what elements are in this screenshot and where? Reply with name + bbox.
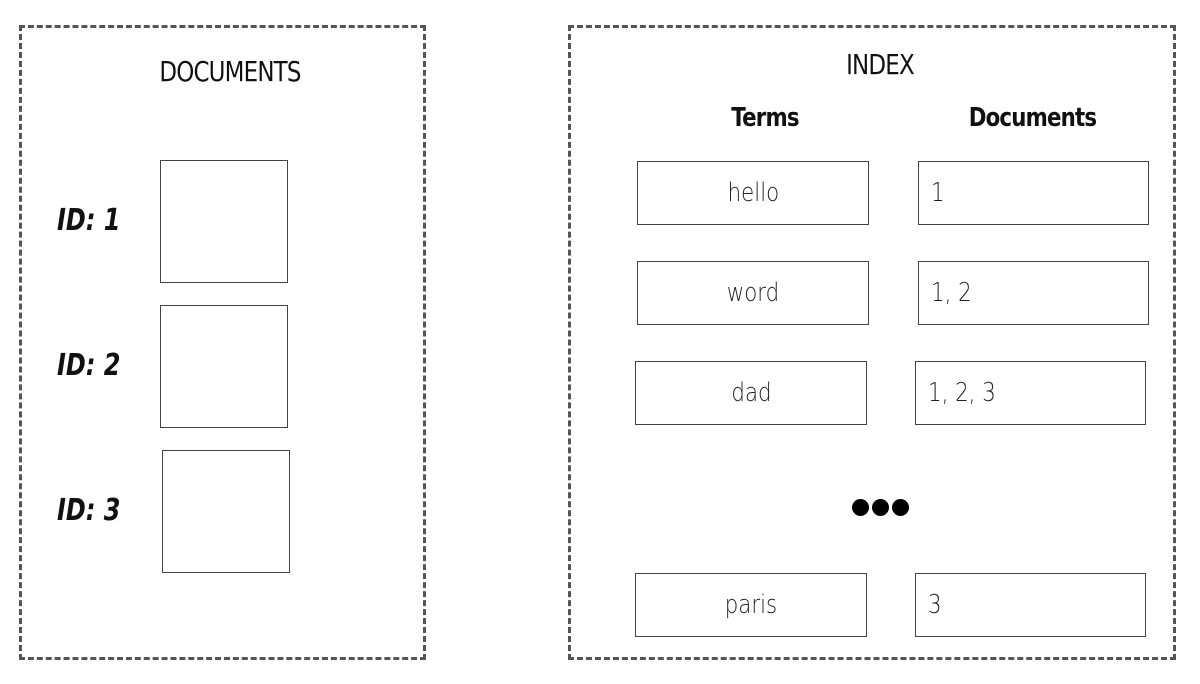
- term-cell: hello: [637, 161, 869, 225]
- dot-icon: [872, 499, 889, 516]
- document-id-label: ID: 1: [57, 203, 121, 238]
- posting-list-text: 3: [928, 590, 942, 620]
- term-text: paris: [724, 590, 778, 620]
- term-text: dad: [730, 378, 772, 408]
- term-cell: word: [637, 261, 869, 325]
- document-box: [160, 305, 288, 428]
- term-text: word: [726, 278, 780, 308]
- posting-list-cell: 1, 2, 3: [915, 361, 1146, 425]
- documents-panel: [19, 25, 426, 660]
- terms-column-header: Terms: [731, 103, 799, 133]
- dot-icon: [892, 499, 909, 516]
- document-id-label: ID: 2: [57, 348, 121, 383]
- index-panel: [568, 25, 1176, 660]
- dot-icon: [852, 499, 869, 516]
- documents-column-header: Documents: [968, 103, 1097, 133]
- term-cell: dad: [635, 361, 867, 425]
- posting-list-text: 1: [931, 178, 945, 208]
- documents-title: DOCUMENTS: [159, 55, 301, 88]
- posting-list-cell: 1, 2: [918, 261, 1149, 325]
- posting-list-cell: 3: [915, 573, 1146, 637]
- document-box: [162, 450, 290, 573]
- posting-list-text: 1, 2: [931, 278, 972, 308]
- index-title: INDEX: [846, 48, 915, 81]
- document-box: [160, 160, 288, 283]
- term-cell: paris: [635, 573, 867, 637]
- ellipsis-icon: [852, 499, 909, 516]
- posting-list-cell: 1: [918, 161, 1149, 225]
- posting-list-text: 1, 2, 3: [928, 378, 996, 408]
- term-text: hello: [727, 178, 779, 208]
- document-id-label: ID: 3: [57, 493, 121, 528]
